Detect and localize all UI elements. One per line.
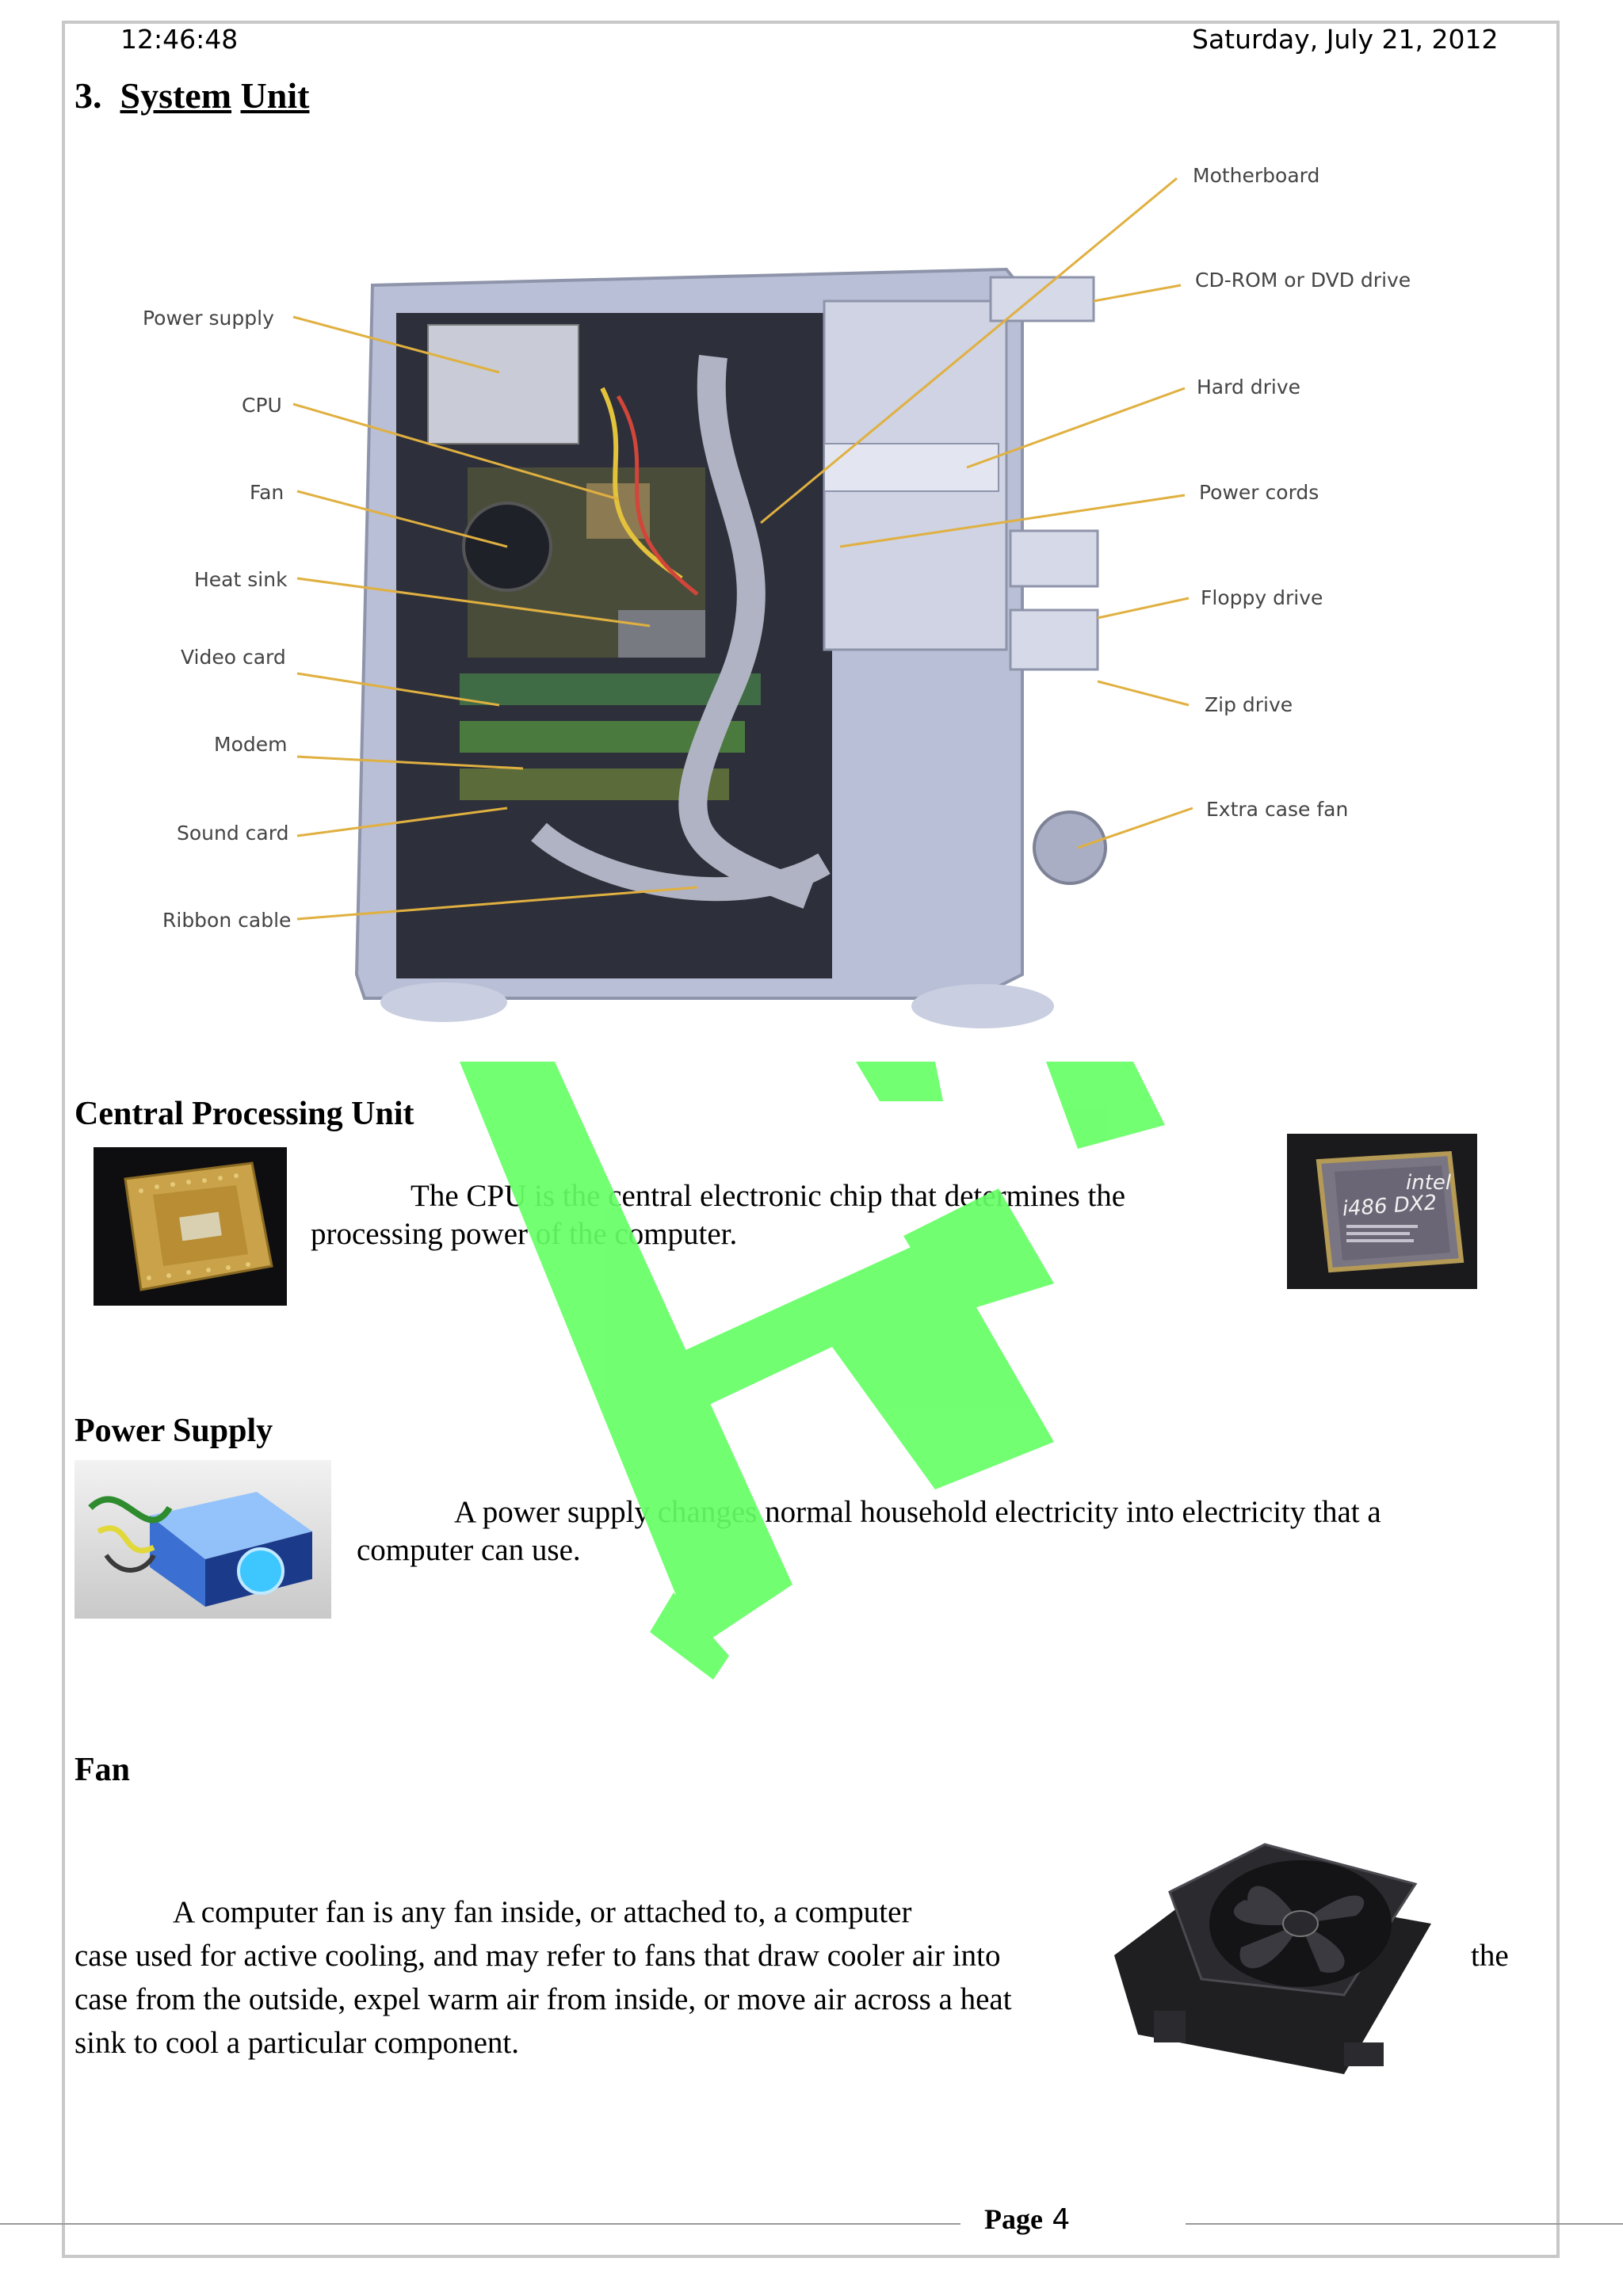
title-number: 3. [74, 75, 102, 116]
label-power-cords: Power cords [1199, 481, 1319, 504]
page-label: Page [984, 2203, 1043, 2235]
fan-text-line2-end: the [1471, 1939, 1509, 1973]
label-floppy-drive: Floppy drive [1201, 586, 1323, 609]
label-power-supply: Power supply [143, 307, 274, 330]
fan-text-line3: case from the outside, expel warm air fr… [74, 1982, 1012, 2016]
label-extra-case-fan: Extra case fan [1206, 798, 1348, 821]
fan-text-line1: A computer fan is any fan inside, or att… [173, 1895, 912, 1929]
label-ribbon-cable: Ribbon cable [162, 909, 291, 932]
title-word-unit: Unit [240, 75, 310, 116]
heading-cpu: Central Processing Unit [74, 1096, 414, 1132]
heat-sink [618, 610, 705, 658]
page-number-value: 4 [1052, 2203, 1071, 2236]
power-supply-unit [427, 324, 579, 444]
label-fan: Fan [250, 481, 284, 504]
computer-fan-photo [1106, 1836, 1439, 2090]
header-date: Saturday, July 21, 2012 [1192, 24, 1499, 55]
header-time: 12:46:48 [120, 24, 239, 55]
label-sound-card: Sound card [177, 822, 288, 845]
footer-rule-left [0, 2223, 960, 2225]
title-word-system: System [120, 75, 232, 116]
power-text-line2: computer can use. [357, 1533, 581, 1567]
zip-drive [1009, 608, 1099, 671]
heading-power-supply: Power Supply [74, 1413, 273, 1449]
floppy-drive [1009, 529, 1099, 588]
intel-chip-photo: intel i486 DX2 [1287, 1134, 1477, 1289]
page-title: 3. System Unit [74, 74, 309, 116]
power-text-line1: A power supply changes normal household … [454, 1495, 1381, 1529]
hard-drive [823, 443, 999, 492]
page-frame [62, 21, 1560, 2258]
page-number: Page 4 [984, 2203, 1070, 2236]
label-motherboard: Motherboard [1193, 164, 1319, 187]
cpu-text-line2: processing power of the computer. [311, 1217, 738, 1251]
system-unit-diagram: Power supply CPU Fan Heat sink Video car… [127, 135, 1442, 1062]
cpu-chip-photo [94, 1147, 287, 1306]
label-cd-rom: CD-ROM or DVD drive [1195, 269, 1411, 292]
power-supply-photo [74, 1460, 331, 1619]
label-heat-sink: Heat sink [194, 568, 288, 591]
label-zip-drive: Zip drive [1205, 693, 1293, 716]
label-modem: Modem [214, 733, 287, 756]
cd-rom-drive [989, 276, 1095, 322]
label-cpu: CPU [242, 394, 282, 417]
cpu-text-line1: The CPU is the central electronic chip t… [411, 1179, 1126, 1213]
footer-rule-right [1186, 2223, 1623, 2225]
fan-text-line2: case used for active cooling, and may re… [74, 1939, 1001, 1973]
fan-text-line4: sink to cool a particular component. [74, 2026, 520, 2060]
heading-fan: Fan [74, 1752, 131, 1788]
label-hard-drive: Hard drive [1197, 376, 1300, 399]
extra-case-fan [1033, 810, 1107, 885]
label-video-card: Video card [181, 646, 286, 669]
intel-logo-text: intel [1406, 1171, 1452, 1195]
